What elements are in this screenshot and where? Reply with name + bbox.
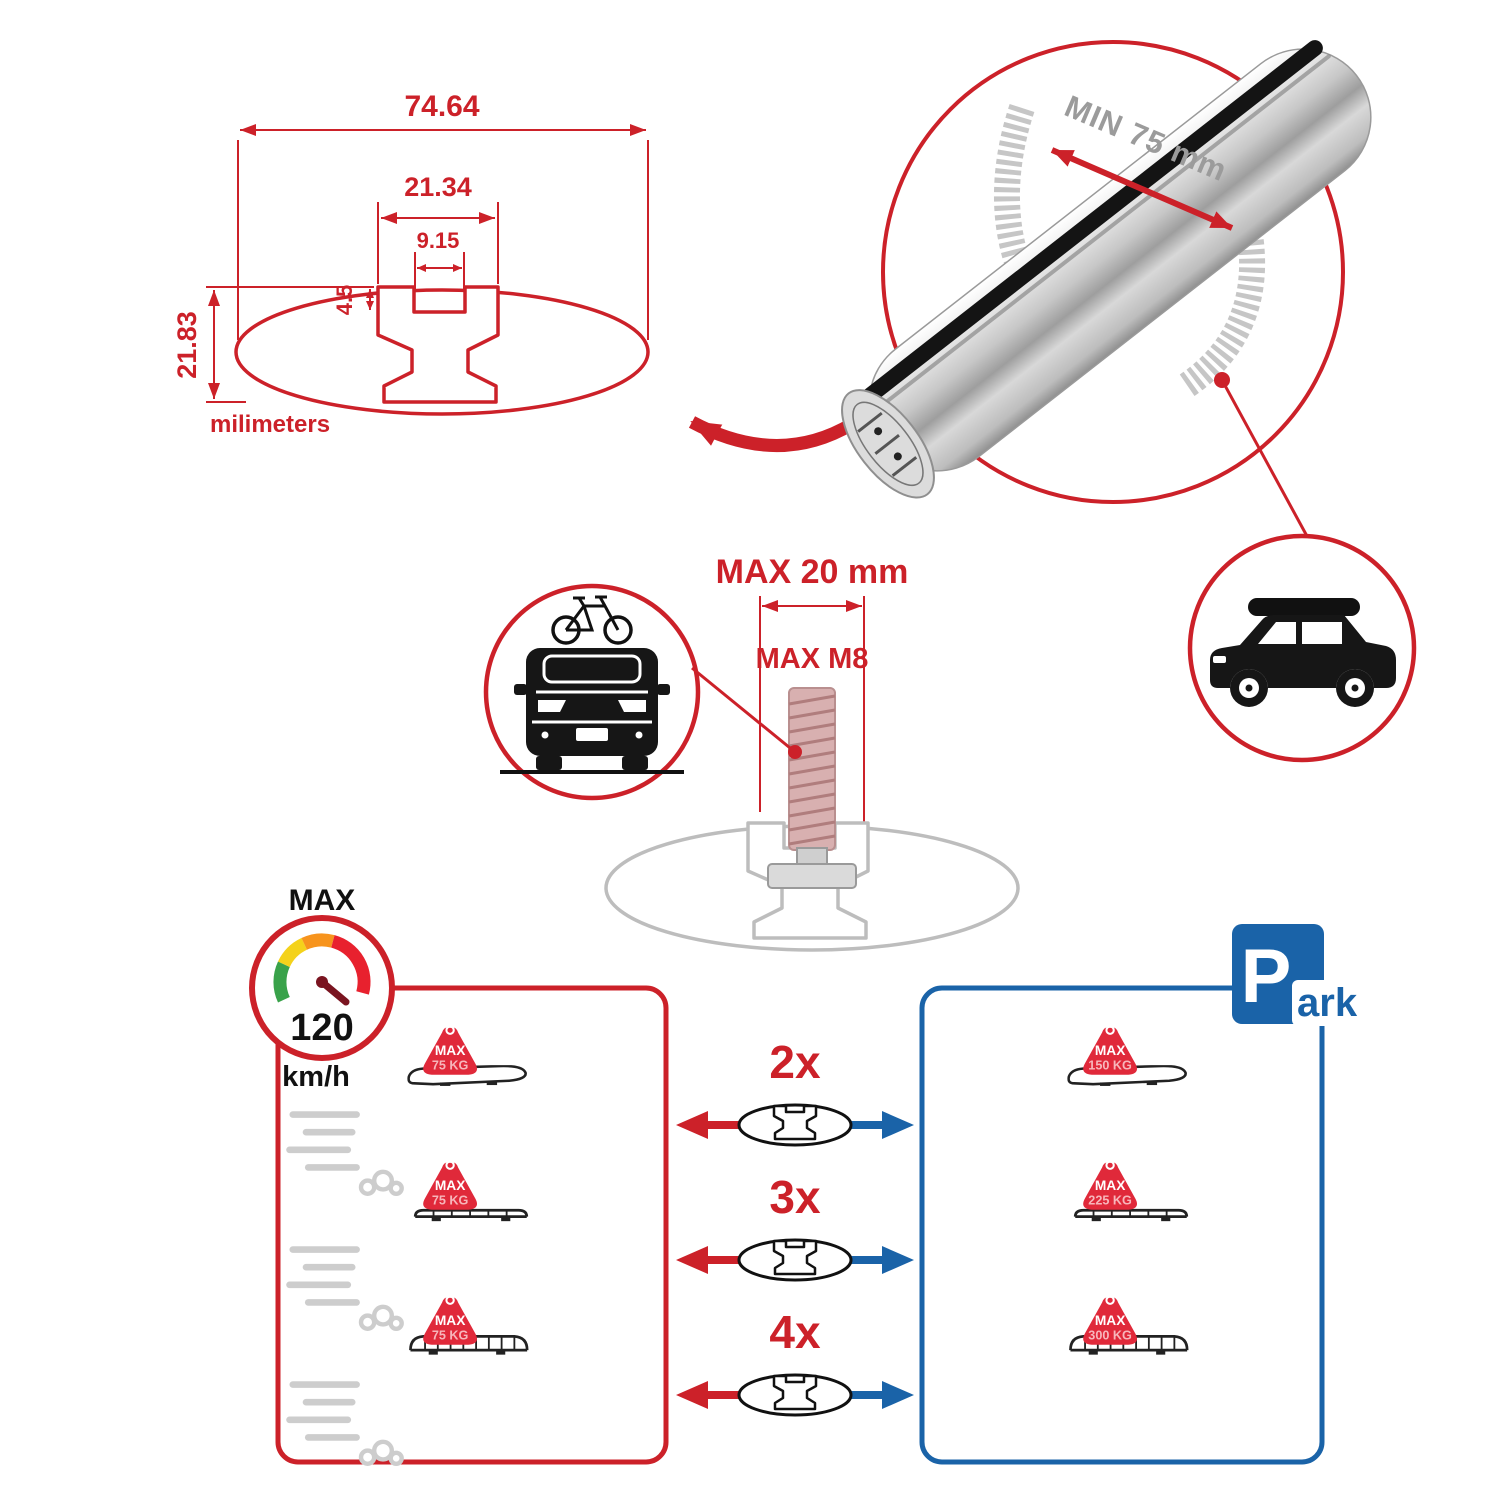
load-label-max: MAX bbox=[435, 1313, 466, 1328]
load-label-max: MAX bbox=[1095, 1178, 1126, 1193]
park-sign-p: P bbox=[1241, 934, 1292, 1019]
driving-car-2: MAX 75 KG bbox=[286, 1160, 529, 1332]
crossbar-profile-icon bbox=[737, 1373, 853, 1417]
speed-unit: km/h bbox=[282, 1061, 350, 1093]
load-label-kg: 75 KG bbox=[432, 1329, 469, 1343]
max-thread-label: MAX M8 bbox=[756, 643, 869, 675]
multiplier-label: 3x bbox=[769, 1171, 821, 1223]
multiplier-row-3: 4x bbox=[676, 1306, 914, 1417]
units-label: milimeters bbox=[210, 411, 330, 438]
arrow-right-icon bbox=[882, 1246, 914, 1274]
multiplier-row-1: 2x bbox=[676, 1036, 914, 1147]
arrow-right-icon bbox=[882, 1381, 914, 1409]
dim-4-value: 4.5 bbox=[332, 285, 357, 316]
motion-blur bbox=[286, 1381, 404, 1467]
speed-max-label: MAX bbox=[289, 884, 356, 917]
parked-car-1: MAX 150 KG bbox=[1067, 1025, 1187, 1087]
bicycle-icon bbox=[551, 595, 633, 645]
callout-line bbox=[1220, 379, 1310, 539]
arrow-left-icon bbox=[676, 1381, 708, 1409]
multiplier-label: 2x bbox=[769, 1036, 821, 1088]
motion-blur bbox=[286, 1111, 404, 1197]
park-sign-ark: ark bbox=[1297, 981, 1358, 1025]
load-label-max: MAX bbox=[435, 1043, 466, 1058]
max-width-label: MAX 20 mm bbox=[716, 553, 909, 591]
bolt-spec-section: MAX 20 mm MAX M8 bbox=[483, 553, 1020, 952]
load-label-kg: 225 KG bbox=[1088, 1194, 1132, 1208]
crossbar-profile-icon bbox=[737, 1103, 853, 1147]
load-label-max: MAX bbox=[1095, 1043, 1126, 1058]
dim-21-value: 21.34 bbox=[404, 172, 472, 202]
parked-car-2: MAX 225 KG bbox=[1073, 1160, 1189, 1223]
load-label-max: MAX bbox=[1095, 1313, 1126, 1328]
speed-limit-gauge: MAX 120 km/h bbox=[249, 884, 395, 1093]
multiplier-row-2: 3x bbox=[676, 1171, 914, 1282]
t-bolt bbox=[767, 687, 857, 889]
bolt-callout-dot bbox=[788, 745, 802, 759]
multiplier-label: 4x bbox=[769, 1306, 821, 1358]
dim-height-value: 21.83 bbox=[172, 311, 202, 379]
dim-9-value: 9.15 bbox=[417, 228, 460, 253]
arrow-right-icon bbox=[882, 1111, 914, 1139]
profile-t-slot bbox=[376, 285, 500, 404]
arrow-left-icon bbox=[676, 1246, 708, 1274]
bolt-callout-line bbox=[691, 666, 796, 754]
car-front-icon bbox=[500, 648, 684, 774]
speed-value: 120 bbox=[290, 1007, 353, 1049]
park-sign: P ark bbox=[1232, 924, 1376, 1026]
suv-with-roofbox-icon bbox=[1210, 598, 1396, 707]
pointer-arrow-to-drawing bbox=[688, 416, 856, 452]
cross-section-drawing: 74.64 21.34 9.15 4.5 21.83 milimeters bbox=[172, 90, 856, 452]
arrow-left-icon bbox=[676, 1111, 708, 1139]
crossbar-profile-icon bbox=[737, 1238, 853, 1282]
load-label-kg: 150 KG bbox=[1088, 1059, 1132, 1073]
parking-panel bbox=[919, 985, 1325, 1465]
parked-car-3: MAX 300 KG bbox=[1069, 1295, 1189, 1357]
dim-74-value: 74.64 bbox=[404, 90, 479, 123]
load-label-max: MAX bbox=[435, 1178, 466, 1193]
motion-blur bbox=[286, 1246, 404, 1332]
driving-panel bbox=[275, 985, 669, 1465]
bar-detail-view: MIN 75 mm bbox=[841, 40, 1417, 763]
driving-car-3: MAX 75 KG bbox=[286, 1295, 529, 1467]
load-label-kg: 75 KG bbox=[432, 1059, 469, 1073]
load-label-kg: 300 KG bbox=[1088, 1329, 1132, 1343]
load-label-kg: 75 KG bbox=[432, 1194, 469, 1208]
driving-car-1: MAX 75 KG bbox=[286, 1025, 527, 1197]
min-span-arrow bbox=[1050, 147, 1234, 231]
